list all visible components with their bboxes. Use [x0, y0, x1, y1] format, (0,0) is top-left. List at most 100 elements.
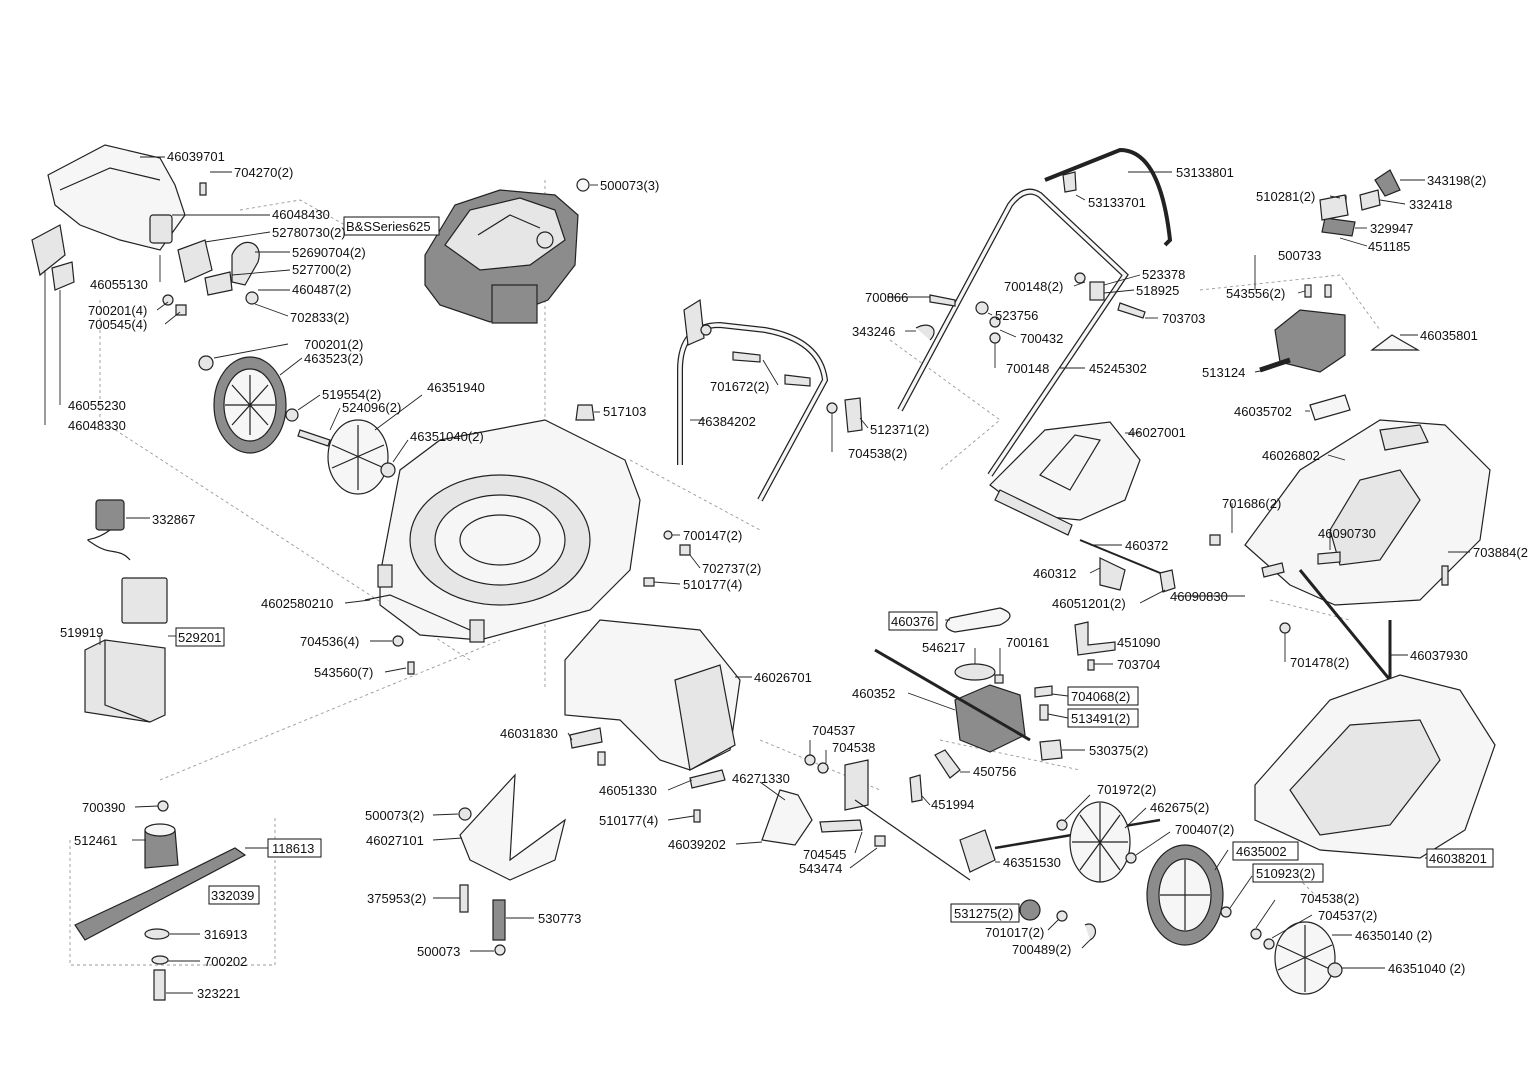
label-530773: 530773: [538, 911, 581, 926]
label-323221: 323221: [197, 986, 240, 1001]
label-500733: 500733: [1278, 248, 1321, 263]
label-46048330: 46048330: [68, 418, 126, 433]
bolt-702737: [679, 544, 691, 556]
nut-500073-2: [458, 807, 472, 821]
label-46037930: 46037930: [1410, 648, 1468, 663]
label-343198: 343198(2): [1427, 173, 1486, 188]
blade-assembly: [74, 800, 247, 1001]
washer-316913: [144, 928, 170, 940]
washer-701017: [1056, 910, 1068, 922]
label-510923: 510923(2): [1256, 866, 1315, 881]
label-500073: 500073: [417, 944, 460, 959]
cable-end-46051201: [1159, 569, 1176, 593]
label-316913: 316913: [204, 927, 247, 942]
label-529201: 529201: [178, 630, 221, 645]
label-700432: 700432: [1020, 331, 1063, 346]
label-46027001: 46027001: [1128, 425, 1186, 440]
label-451185: 451185: [1368, 239, 1410, 254]
height-adjust-assembly: [761, 754, 971, 881]
label-523378: 523378: [1142, 267, 1185, 282]
label-46090730: 46090730: [1318, 526, 1376, 541]
bolt-510177-b: [693, 809, 701, 823]
label-46271330: 46271330: [732, 771, 790, 786]
label-704538-2b: 704538(2): [1300, 891, 1359, 906]
label-46035702: 46035702: [1234, 404, 1292, 419]
label-460372: 460372: [1125, 538, 1168, 553]
label-52780730: 52780730(2): [272, 225, 346, 240]
bolt-704270: [199, 182, 207, 196]
battery-charger-assembly: [84, 499, 168, 723]
clip-332418: [1359, 189, 1381, 211]
cable-460372: [1079, 539, 1166, 576]
label-702737: 702737(2): [702, 561, 761, 576]
label-46035801: 46035801: [1420, 328, 1478, 343]
label-46027101: 46027101: [366, 833, 424, 848]
label-332867: 332867: [152, 512, 195, 527]
engine-assembly: [424, 178, 590, 324]
label-451090: 451090: [1117, 635, 1160, 650]
label-700201-2: 700201(2): [304, 337, 363, 352]
spring-460312: [1099, 557, 1126, 591]
washer-700147: [663, 530, 673, 540]
washer-701478: [1279, 622, 1291, 634]
spring-530773: [492, 899, 506, 941]
label-500073-3: 500073(3): [600, 178, 659, 193]
label-700489: 700489(2): [1012, 942, 1071, 957]
label-704545: 704545: [803, 847, 846, 862]
label-510177-4a: 510177(4): [683, 577, 742, 592]
bolt-701672: [732, 351, 761, 363]
label-510281: 510281(2): [1256, 189, 1315, 204]
drive-assembly: [874, 539, 1176, 803]
battery-529201: [121, 577, 168, 624]
label-46351040-a: 46351040(2): [410, 429, 484, 444]
label-343246: 343246: [852, 324, 895, 339]
key-700390: [157, 800, 169, 812]
label-46051201: 46051201(2): [1052, 596, 1126, 611]
label-engine: B&SSeries625: [346, 219, 431, 234]
label-517103: 517103: [603, 404, 646, 419]
label-450756: 450756: [973, 764, 1016, 779]
label-524096: 524096(2): [342, 400, 401, 415]
holder-451185: [1319, 194, 1349, 221]
label-46351940: 46351940: [427, 380, 485, 395]
washer-704536: [392, 635, 404, 647]
lower-handle-assembly: [677, 298, 863, 502]
washer-700407: [1125, 852, 1137, 864]
nut-704537-2: [1263, 938, 1275, 950]
boxed-label-frames: [175, 216, 1494, 923]
rear-housing-assembly: [564, 619, 741, 823]
key-343198: [1374, 169, 1401, 197]
label-460376: 460376: [891, 614, 934, 629]
label-700148-2: 700148(2): [1004, 279, 1063, 294]
label-46048430: 46048430: [272, 207, 330, 222]
nut-500073: [576, 178, 590, 192]
bolt-323221: [153, 969, 166, 1001]
nut-704537: [804, 754, 816, 766]
label-703884: 703884(2): [1473, 545, 1528, 560]
bolt-543474: [874, 835, 886, 847]
bolt-703703: [1117, 302, 1146, 319]
label-700545-4: 700545(4): [88, 317, 147, 332]
label-46351530: 46351530: [1003, 855, 1061, 870]
label-46384202: 46384202: [698, 414, 756, 429]
label-451994: 451994: [931, 797, 974, 812]
label-704068: 704068(2): [1071, 689, 1130, 704]
label-46039701: 46039701: [167, 149, 225, 164]
bolt-510177: [643, 577, 655, 587]
part-labels: 46039701 704270(2) 46048430 52780730(2) …: [60, 149, 1528, 1001]
label-704537-2: 704537(2): [1318, 908, 1377, 923]
side-plate-46055230: [51, 261, 75, 291]
label-701672: 701672(2): [710, 379, 769, 394]
label-703704: 703704: [1117, 657, 1160, 672]
front-wheel-assembly: [959, 801, 1343, 995]
label-46039202: 46039202: [668, 837, 726, 852]
label-530375: 530375(2): [1089, 743, 1148, 758]
bolt-375953: [459, 884, 469, 913]
bearing-510923: [1220, 906, 1232, 918]
upper-handle-assembly: [897, 147, 1173, 477]
washer-704538-2b: [1250, 928, 1262, 940]
switch-518925: [1089, 281, 1105, 301]
label-702833: 702833(2): [290, 310, 349, 325]
label-512461: 512461: [74, 833, 117, 848]
hubcap-46351040-b: [1327, 962, 1343, 978]
